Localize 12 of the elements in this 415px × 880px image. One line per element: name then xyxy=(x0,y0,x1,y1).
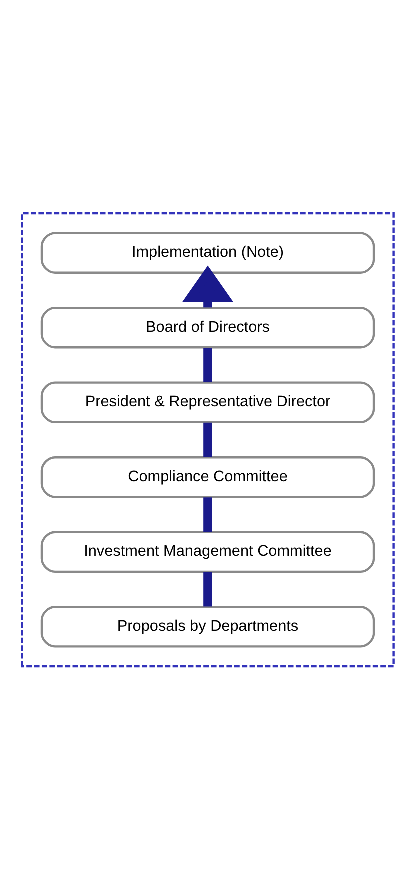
arrow xyxy=(182,266,233,308)
connector xyxy=(203,572,212,607)
cluster xyxy=(20,212,394,668)
node-box: Proposals by Departments xyxy=(40,606,375,648)
node-box: Implementation (Note) xyxy=(40,232,375,274)
node-box: President & Representative Director xyxy=(40,382,375,424)
node-box: Board of Directors xyxy=(40,306,375,349)
node-box: Investment Management Committee xyxy=(40,531,375,574)
connector xyxy=(203,348,212,382)
node-box: Compliance Committee xyxy=(40,456,375,498)
connector xyxy=(203,422,212,458)
connector xyxy=(203,498,212,532)
